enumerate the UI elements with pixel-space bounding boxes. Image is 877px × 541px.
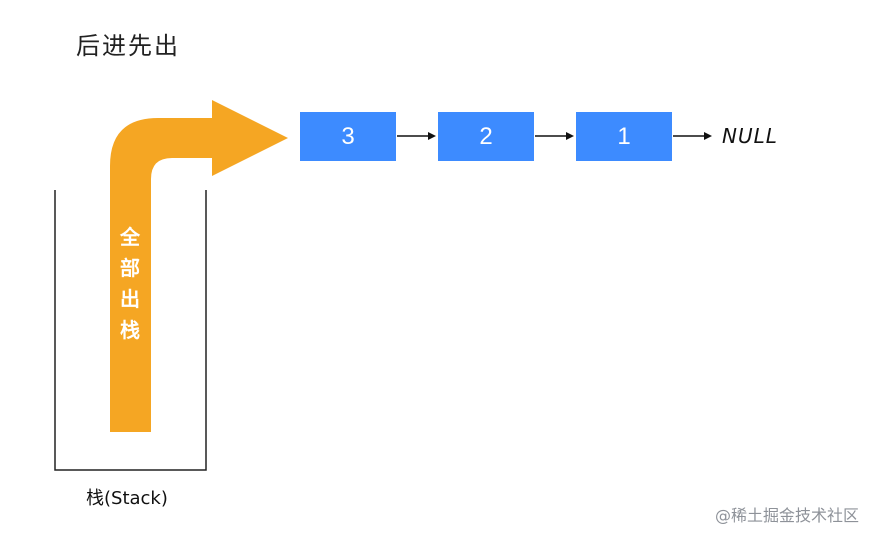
diagram-title: 后进先出 xyxy=(76,32,180,60)
arrow-label-char: 部 xyxy=(120,256,140,280)
arrow-label-char: 出 xyxy=(120,287,140,311)
null-connector xyxy=(673,132,712,140)
pop-all-arrow xyxy=(110,100,288,432)
watermark: @稀土掘金技术社区 xyxy=(714,506,859,525)
arrow-label-char: 全 xyxy=(120,225,140,249)
stack-container xyxy=(54,190,207,471)
list-node-1: 1 xyxy=(576,112,672,161)
stack-label: 栈(Stack) xyxy=(86,488,168,509)
arrow-label: 全 部 出 栈 xyxy=(112,222,148,346)
arrow-label-char: 栈 xyxy=(120,318,140,342)
null-terminator: NULL xyxy=(722,124,778,148)
list-node-3: 3 xyxy=(300,112,396,161)
node-connector xyxy=(397,132,436,140)
node-connector xyxy=(535,132,574,140)
list-node-2: 2 xyxy=(438,112,534,161)
